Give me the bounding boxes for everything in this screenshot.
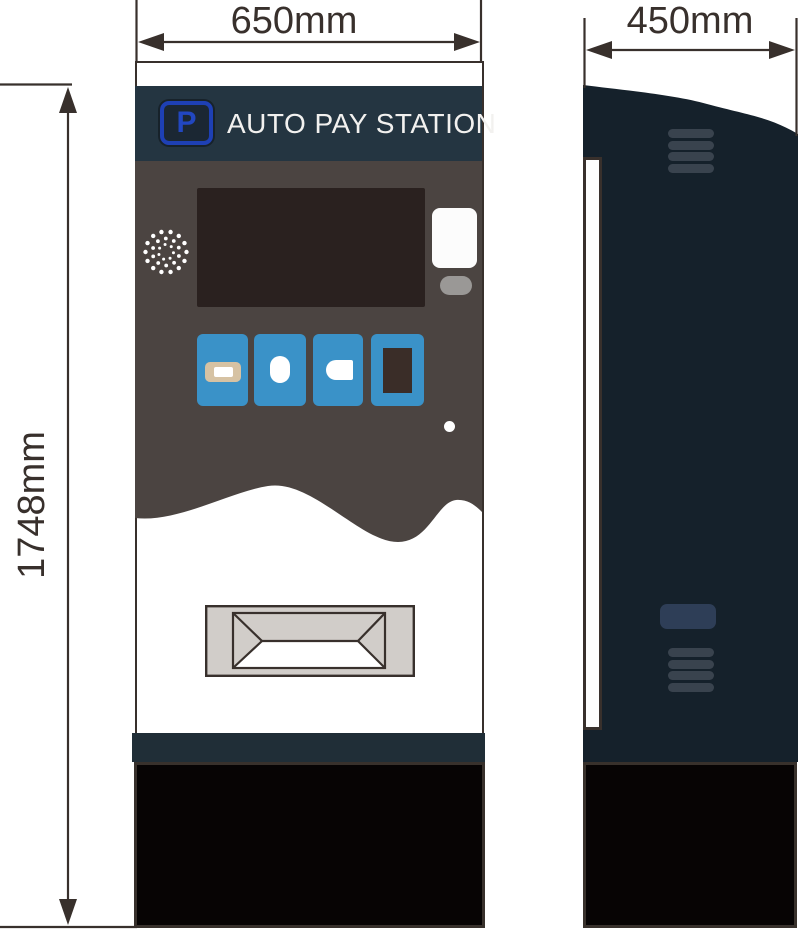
dim-height-label: 1748mm	[11, 431, 53, 579]
button-scanner	[371, 334, 424, 406]
side-base	[583, 762, 797, 928]
reader-button	[440, 276, 472, 295]
dispenser-tray	[205, 605, 415, 677]
front-plinth	[132, 733, 485, 762]
note-slot-icon	[270, 356, 290, 383]
button-coin-return	[313, 334, 363, 406]
dim-width-label: 650mm	[230, 0, 358, 42]
sign-title: AUTO PAY STATION	[227, 107, 497, 139]
coin-slot-icon	[205, 362, 241, 382]
button-coin-slot	[197, 334, 248, 406]
dim-depth-label: 450mm	[626, 0, 754, 42]
display-screen	[197, 188, 425, 307]
scanner-window-icon	[383, 348, 412, 393]
monitor-profile	[583, 157, 602, 730]
parking-icon: P	[160, 101, 213, 145]
door-lock	[660, 604, 716, 629]
front-base	[134, 762, 485, 928]
status-led	[444, 421, 455, 432]
card-reader-slot	[432, 208, 477, 268]
coin-return-icon	[326, 360, 353, 380]
button-note-slot	[254, 334, 306, 406]
front-sign-band: P AUTO PAY STATION	[135, 86, 496, 161]
side-view-cabinet	[583, 85, 798, 762]
speaker-grill-icon	[143, 229, 189, 275]
